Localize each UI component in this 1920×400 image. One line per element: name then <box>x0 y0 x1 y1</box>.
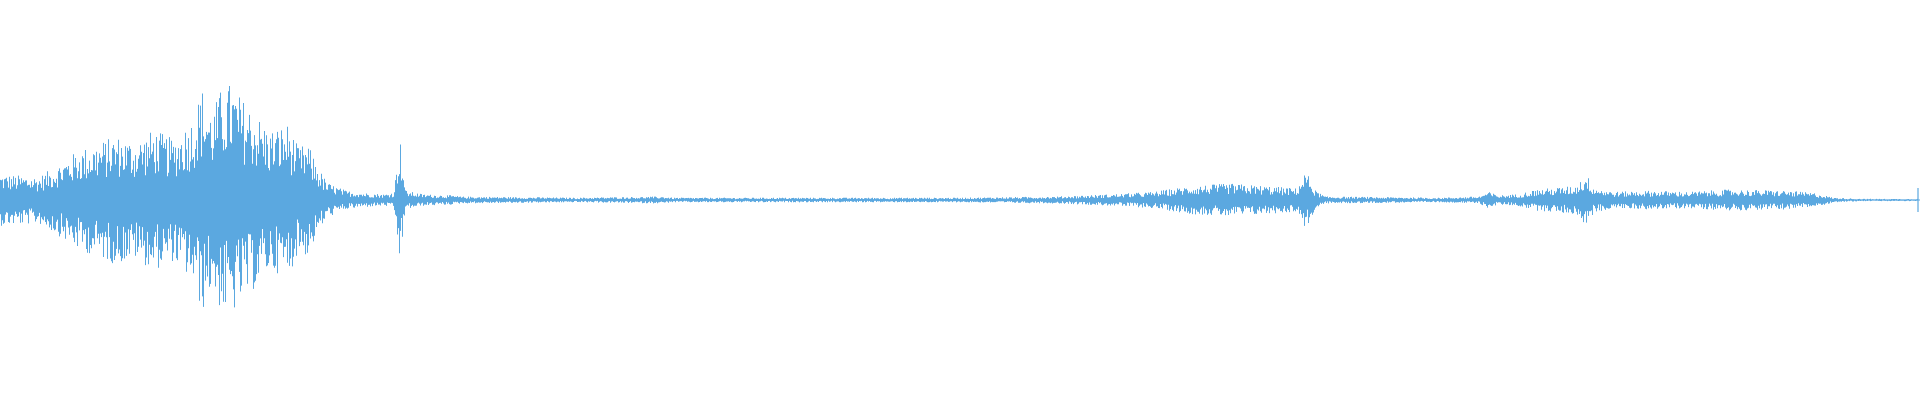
audio-waveform[interactable] <box>0 0 1920 400</box>
